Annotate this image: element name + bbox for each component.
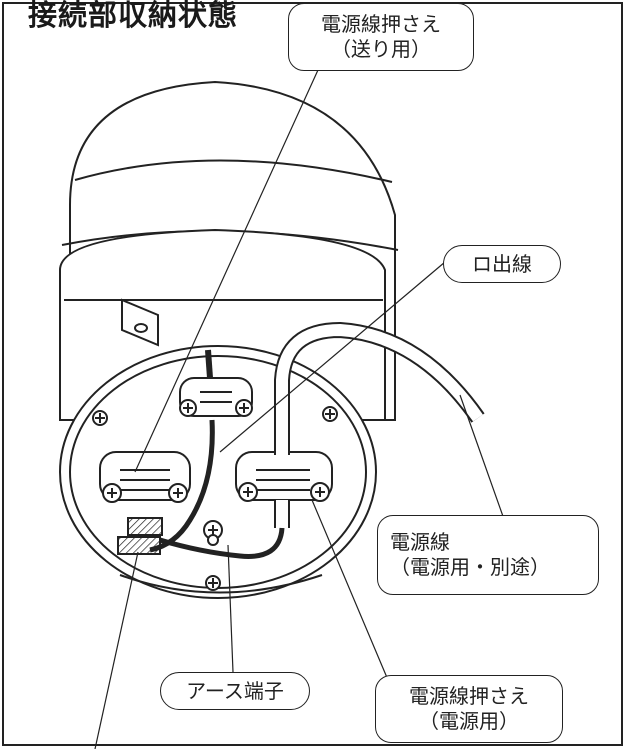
label-earth-terminal-text: アース端子 bbox=[186, 678, 284, 703]
label-outlet-wire-text: ロ出線 bbox=[472, 251, 532, 276]
leader-power-press-feed bbox=[134, 69, 319, 473]
mounting-bracket bbox=[121, 298, 159, 347]
label-power-line-line2: （電源用・別途） bbox=[390, 555, 550, 579]
bracket-hole bbox=[134, 323, 148, 333]
leader-terminal-block bbox=[94, 551, 139, 749]
label-power-press-feed-line2: （送り用） bbox=[331, 37, 431, 61]
power-cable-core bbox=[276, 323, 483, 455]
label-earth-terminal: アース端子 bbox=[160, 672, 310, 710]
earth-terminal-screw bbox=[203, 520, 223, 546]
faceplate-screw-top-right bbox=[322, 406, 338, 422]
clamp-right bbox=[235, 451, 333, 502]
wire-top bbox=[205, 349, 213, 379]
label-power-press-power-line2: （電源用） bbox=[419, 709, 519, 733]
leader-power-line bbox=[459, 394, 506, 523]
label-power-line-line1: 電源線 bbox=[390, 530, 450, 554]
label-outlet-wire: ロ出線 bbox=[443, 245, 561, 283]
fixture-rear-rim bbox=[74, 159, 393, 183]
label-power-press-power-line1: 電源線押さえ bbox=[409, 684, 529, 708]
terminal-block-lower bbox=[117, 536, 161, 555]
label-power-press-power: 電源線押さえ （電源用） bbox=[375, 675, 563, 743]
wire-bundle-2 bbox=[159, 527, 285, 559]
leader-power-press-power bbox=[311, 499, 389, 681]
fixture-drawing bbox=[59, 80, 485, 599]
terminal-block-upper bbox=[127, 517, 163, 536]
clamp-left bbox=[99, 451, 191, 503]
label-power-press-feed-line1: 電源線押さえ bbox=[321, 12, 441, 36]
faceplate-screw-top-left bbox=[92, 410, 108, 426]
leader-outlet-wire bbox=[219, 261, 446, 453]
leader-earth-terminal bbox=[227, 544, 234, 673]
clamp-top bbox=[179, 377, 253, 417]
leader-lines bbox=[94, 69, 506, 749]
diagram-title: 接続部収納状態 bbox=[28, 0, 239, 32]
faceplate-lip bbox=[119, 574, 323, 594]
label-power-line: 電源線 （電源用・別途） bbox=[377, 515, 599, 595]
faceplate-screw-bottom bbox=[205, 575, 221, 591]
label-power-press-feed: 電源線押さえ （送り用） bbox=[288, 3, 474, 71]
